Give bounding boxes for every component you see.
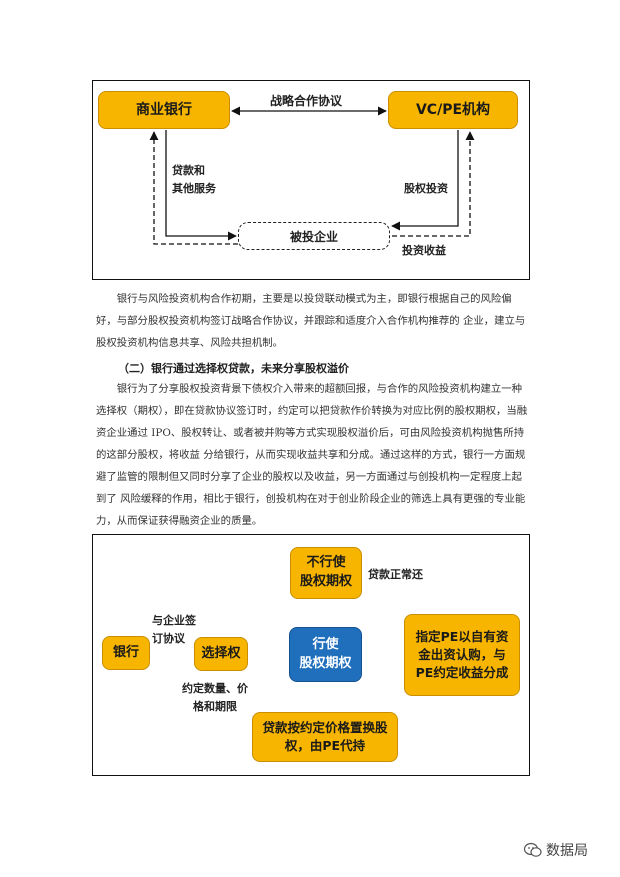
investment-return-label: 投资收益 [402,244,446,257]
section-heading: （二）银行通过选择权贷款，未来分享股权溢价 [118,362,349,375]
not-exercise-line1: 不行使 [306,555,346,571]
watermark-text: 数据局 [546,843,588,859]
equity-investment-arrow [391,130,459,231]
loan-conversion-text: 贷款按约定价格置换股 权，由PE代持 [262,719,387,755]
strategic-agreement-label: 战略合作协议 [270,94,343,108]
agreed-terms-label: 约定数量、价 格和期限 [182,680,248,715]
convert-line2: 权，由PE代持 [284,738,366,753]
investee-label: 被投企业 [289,229,338,244]
wechat-icon [524,842,542,857]
agreed-terms-line2: 格和期限 [193,699,237,713]
paragraph-2-text: 银行为了分享股权投资背景下债权介入带来的超额回报，与合作的风险投资机构建立一种选… [96,383,528,527]
watermark: 数据局 [524,840,588,860]
loans-services-label: 贷款和 其他服务 [172,162,216,197]
commercial-bank-label: 商业银行 [136,101,192,118]
exercise-text: 行使 股权期权 [299,636,351,674]
option-label: 选择权 [201,645,241,661]
paragraph-1-text: 银行与风险投资机构合作初期，主要是以投贷联动模式为主，即银行根据自己的风险偏好，… [96,293,526,349]
equity-investment-label: 股权投资 [404,182,448,195]
bank-box: 银行 [102,636,150,670]
return-to-bank-arrow [149,131,238,245]
loans-services-line2: 其他服务 [172,181,216,195]
paragraph-1: 银行与风险投资机构合作初期，主要是以投贷联动模式为主，即银行根据自己的风险偏好，… [96,288,528,354]
loans-services-line1: 贷款和 [172,164,205,177]
exercise-line2: 股权期权 [299,655,352,671]
sign-agreement-line2: 订协议 [152,631,185,645]
option-box: 选择权 [194,637,248,671]
investee-box: 被投企业 [238,222,390,250]
pe-line3: PE约定收益分成 [415,665,509,681]
bank-label: 银行 [112,644,139,660]
sign-agreement-label: 与企业签 订协议 [152,612,196,647]
normal-repayment-label: 贷款正常还 [368,568,423,581]
pe-subscription-text: 指定PE以自有资 金出资认购，与 PE约定收益分成 [416,628,509,682]
exercise-box: 行使 股权期权 [289,627,362,682]
loan-arrow [165,130,237,241]
investment-return-arrow [392,131,475,237]
pe-line2: 金出资认购，与 [418,646,506,662]
commercial-bank-box: 商业银行 [98,91,230,129]
pe-subscription-box: 指定PE以自有资 金出资认购，与 PE约定收益分成 [404,614,520,696]
exercise-line1: 行使 [312,636,339,652]
not-exercise-line2: 股权期权 [299,574,352,589]
loan-conversion-box: 贷款按约定价格置换股 权，由PE代持 [252,712,398,762]
sign-agreement-line1: 与企业签 [152,614,196,627]
not-exercise-box: 不行使 股权期权 [290,547,362,599]
not-exercise-text: 不行使 股权期权 [300,554,352,592]
convert-line1: 贷款按约定价格置换股 [262,719,388,735]
vcpe-box: VC/PE机构 [388,91,518,129]
pe-line1: 指定PE以自有资 [415,628,509,644]
agreed-terms-line1: 约定数量、价 [182,682,248,695]
paragraph-2: 银行为了分享股权投资背景下债权介入带来的超额回报，与合作的风险投资机构建立一种选… [96,378,528,532]
vcpe-label: VC/PE机构 [415,101,491,118]
